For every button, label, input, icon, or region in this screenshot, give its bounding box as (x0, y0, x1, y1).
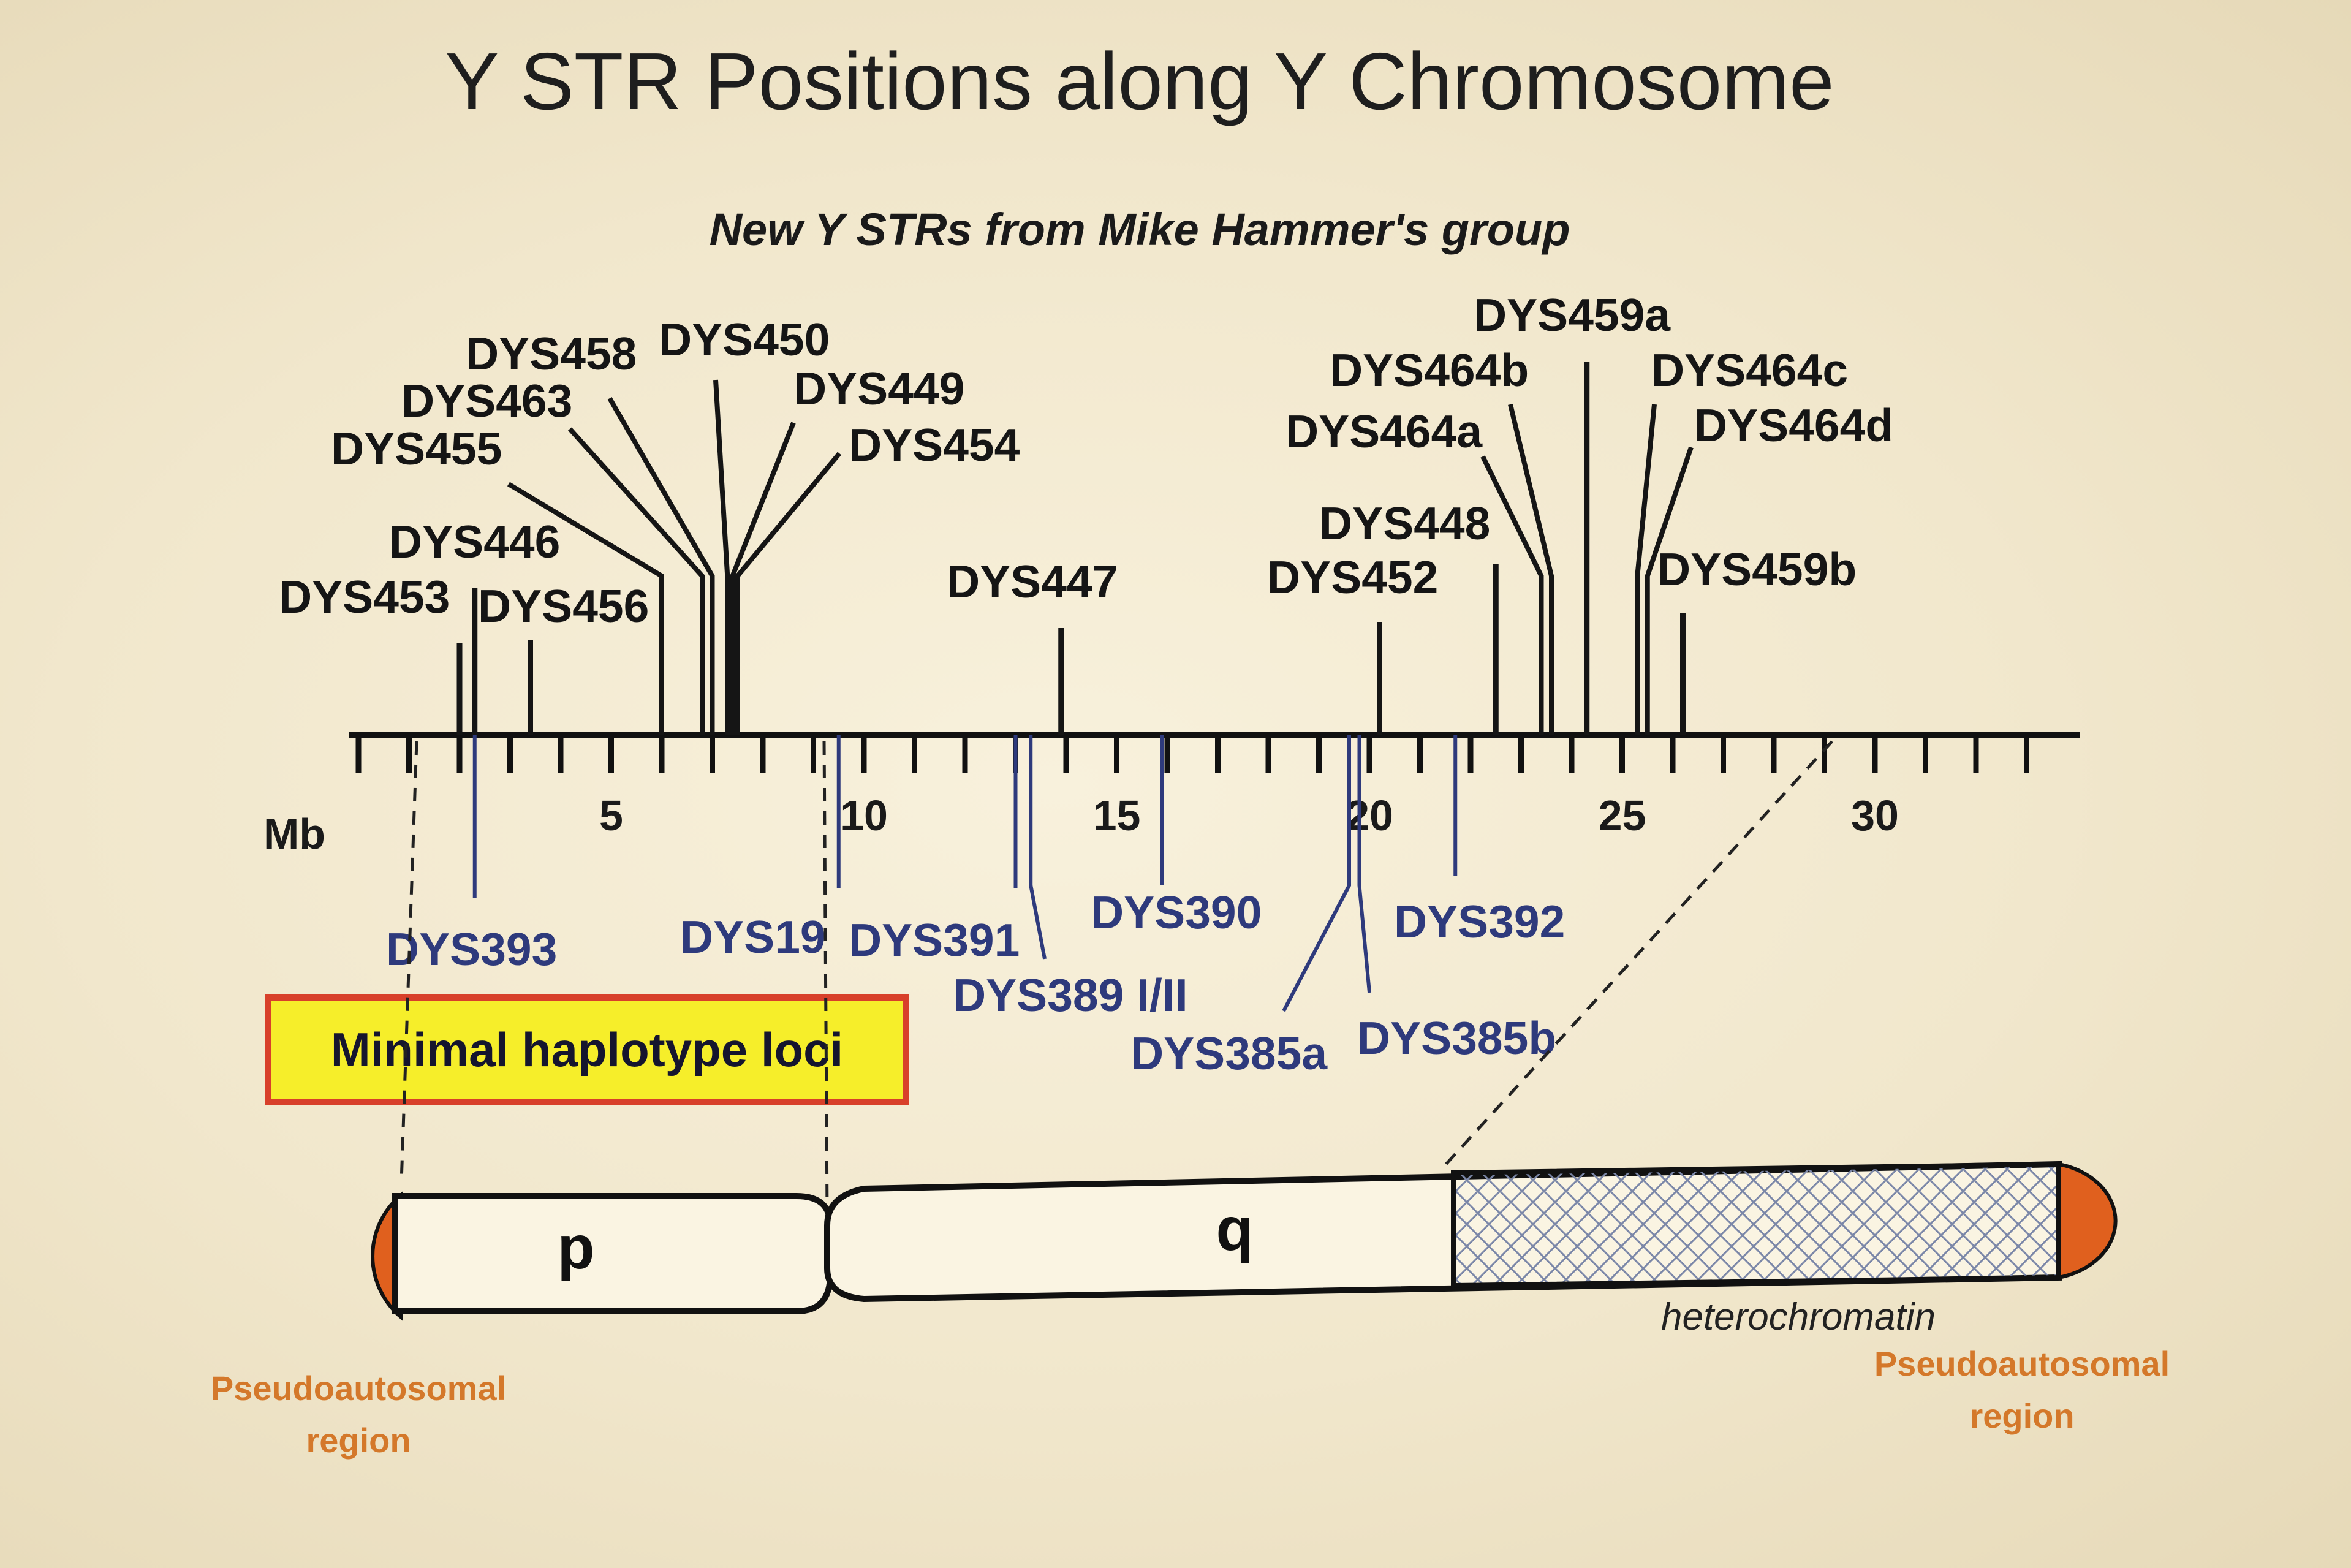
locus-label: DYS452 (1267, 551, 1438, 603)
locus-label: DYS464b (1330, 344, 1529, 396)
locus-label: DYS393 (386, 923, 557, 975)
locus-label: DYS385a (1130, 1028, 1328, 1079)
minimal-haplotype-box-frame (265, 994, 909, 1105)
locus-label: DYS459b (1657, 543, 1857, 595)
axis-tick-label: 5 (599, 792, 623, 839)
pseudoautosomal-right-line2: region (1969, 1396, 2074, 1435)
locus-label: DYS385b (1357, 1012, 1556, 1064)
locus-label: DYS464d (1694, 400, 1893, 451)
minimal-locus-dys385a: DYS385a (1130, 735, 1351, 1079)
pseudoautosomal-left-line2: region (306, 1421, 411, 1460)
pseudoautosomal-right-line1: Pseudoautosomal (1874, 1344, 2170, 1383)
locus-label: DYS391 (849, 914, 1020, 966)
new-locus-dys459a: DYS459a (1474, 289, 1671, 735)
locus-marker-line (607, 396, 715, 735)
pseudoautosomal-left-label: Pseudoautosomal region (211, 1369, 506, 1460)
minimal-locus-dys389-i-ii: DYS389 I/II (953, 735, 1188, 1021)
guide-centromere (822, 741, 829, 1214)
heterochromatin-label: heterochromatin (1661, 1296, 1936, 1338)
locus-label: DYS448 (1319, 498, 1490, 549)
p-arm (392, 1193, 833, 1314)
axis-tick-label: 25 (1599, 792, 1646, 839)
new-locus-dys459b: DYS459b (1657, 543, 1857, 735)
axis-tick-label: 15 (1093, 792, 1141, 839)
minimal-locus-dys391: DYS391 (849, 735, 1020, 966)
guide-left (399, 741, 418, 1183)
locus-label: DYS455 (331, 423, 502, 474)
minimal-haplotype-box-label: Minimal haplotype loci (331, 1023, 843, 1077)
axis-tick-label: 30 (1851, 792, 1899, 839)
new-locus-dys458: DYS458 (466, 328, 715, 735)
locus-marker-line (730, 422, 796, 735)
locus-label: DYS446 (389, 516, 560, 567)
locus-label: DYS390 (1091, 887, 1262, 938)
heterochromatin-region (1451, 1161, 2061, 1289)
new-locus-dys453: DYS453 (279, 571, 463, 735)
locus-label: DYS459a (1474, 289, 1671, 341)
new-locus-dys463: DYS463 (401, 375, 705, 735)
diagram-subtitle: New Y STRs from Mike Hammer's group (710, 204, 1570, 255)
pseudoautosomal-right-cap (2057, 1162, 2118, 1280)
locus-label: DYS453 (279, 571, 450, 623)
q-arm-label: q (1216, 1195, 1253, 1263)
locus-marker-line (713, 379, 730, 735)
locus-label: DYS456 (478, 580, 649, 632)
minimal-haplotype-box: Minimal haplotype loci (265, 994, 909, 1105)
guide-heterochromatin (1445, 740, 1833, 1165)
pseudoautosomal-left-line1: Pseudoautosomal (211, 1369, 506, 1407)
new-locus-dys464a: DYS464a (1285, 406, 1544, 735)
axis-tick-label: 20 (1346, 792, 1393, 839)
minimal-locus-dys393: DYS393 (386, 735, 557, 975)
p-arm-label: p (557, 1213, 594, 1282)
new-locus-dys454: DYS454 (735, 419, 1020, 735)
locus-label: DYS464a (1285, 406, 1483, 457)
minimal-locus-dys390: DYS390 (1091, 735, 1262, 938)
locus-marker-line (1508, 404, 1554, 735)
new-locus-dys448: DYS448 (1319, 498, 1499, 735)
locus-marker-line (1029, 735, 1047, 960)
locus-marker-line (1635, 404, 1657, 735)
new-locus-dys446: DYS446 (389, 516, 560, 735)
new-locus-dys464d: DYS464d (1645, 400, 1893, 735)
axis-ticks: 5 10 15 20 25 30 (355, 735, 2029, 839)
locus-label: DYS454 (849, 419, 1020, 471)
new-locus-dys447: DYS447 (947, 556, 1118, 735)
locus-label: DYS449 (793, 363, 964, 414)
projection-guides (399, 740, 1833, 1214)
locus-marker-line (1357, 735, 1371, 993)
axis-unit-label: Mb (263, 810, 325, 858)
locus-label: DYS464c (1651, 344, 1848, 396)
locus-label: DYS458 (466, 328, 637, 379)
locus-marker-line (568, 427, 705, 735)
locus-marker-line (735, 452, 842, 735)
minimal-locus-dys385b: DYS385b (1357, 735, 1556, 1064)
new-locus-dys464c: DYS464c (1635, 344, 1848, 735)
y-chromosome: p q heterochromatin (371, 1161, 2118, 1338)
str-axis: 5 10 15 20 25 30 Mb (263, 732, 2080, 858)
locus-label: DYS19 (680, 911, 826, 963)
new-locus-dys452: DYS452 (1267, 551, 1438, 735)
locus-marker-line (1282, 735, 1351, 1012)
new-locus-dys456: DYS456 (478, 580, 649, 735)
minimal-locus-dys19: DYS19 (680, 735, 841, 963)
pseudoautosomal-right-label: Pseudoautosomal region (1874, 1344, 2170, 1435)
new-locus-dys464b: DYS464b (1330, 344, 1554, 735)
locus-marker-line (507, 482, 664, 735)
locus-label: DYS389 I/II (953, 969, 1188, 1021)
locus-label: DYS447 (947, 556, 1118, 607)
locus-label: DYS392 (1394, 896, 1565, 947)
new-locus-dys455: DYS455 (331, 423, 664, 735)
locus-marker-line (1645, 446, 1694, 735)
new-locus-dys450: DYS450 (659, 314, 830, 735)
axis-tick-label: 10 (840, 792, 888, 839)
diagram-title: Y STR Positions along Y Chromosome (445, 36, 1834, 126)
locus-label: DYS463 (401, 375, 572, 426)
locus-marker-line (1480, 455, 1544, 735)
minimal-locus-dys392: DYS392 (1394, 735, 1565, 947)
locus-label: DYS450 (659, 314, 830, 365)
new-locus-dys449: DYS449 (730, 363, 964, 735)
